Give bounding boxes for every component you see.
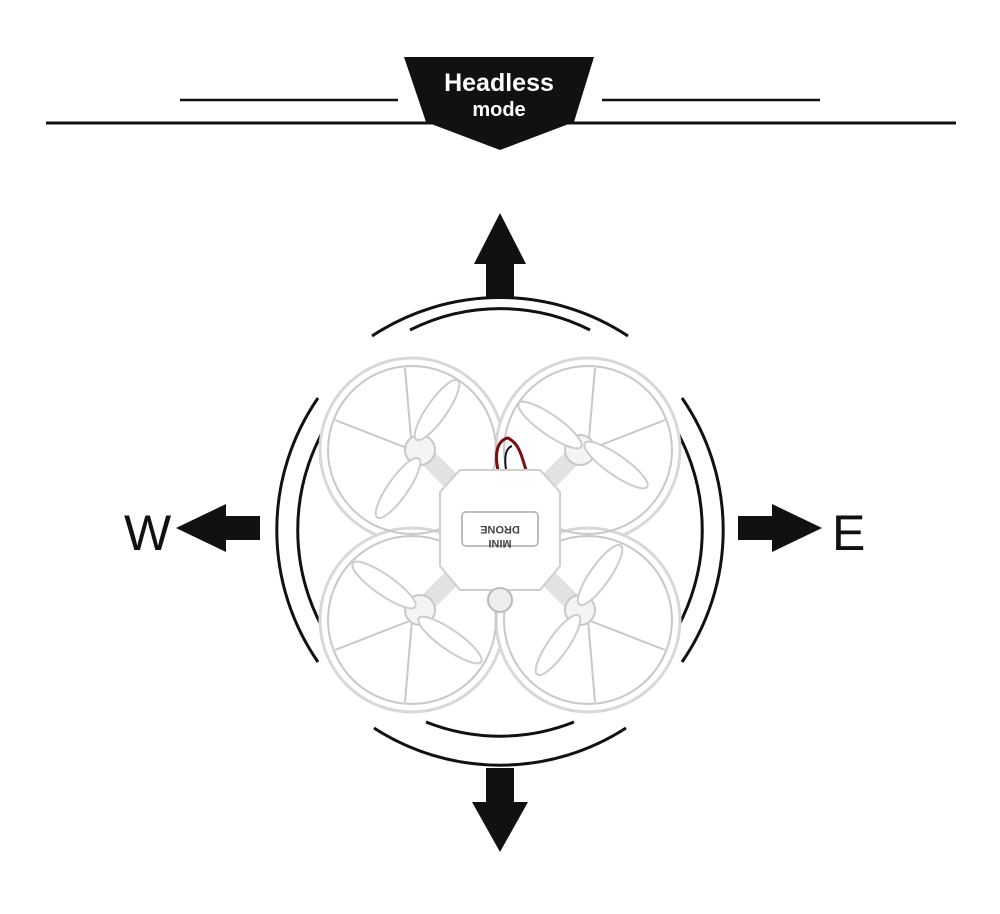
arrow-down-icon (472, 768, 528, 852)
banner-badge (404, 57, 594, 150)
arrow-left-icon (176, 504, 260, 552)
led-light (487, 587, 513, 613)
arrow-right-icon (738, 504, 822, 552)
body-label-line2: DRONE (480, 523, 520, 535)
propeller-blades (351, 378, 649, 677)
mini-drone-illustration: MINI DRONE (318, 356, 682, 714)
battery-wires (494, 436, 528, 471)
banner-subtitle: mode (472, 99, 526, 121)
drone-body (439, 469, 561, 591)
arrow-up-icon (474, 213, 526, 298)
direction-label-west: W (124, 505, 172, 561)
direction-label-east: E (832, 505, 866, 561)
banner-title: Headless (444, 69, 554, 97)
body-label-line1: MINI (488, 537, 511, 549)
